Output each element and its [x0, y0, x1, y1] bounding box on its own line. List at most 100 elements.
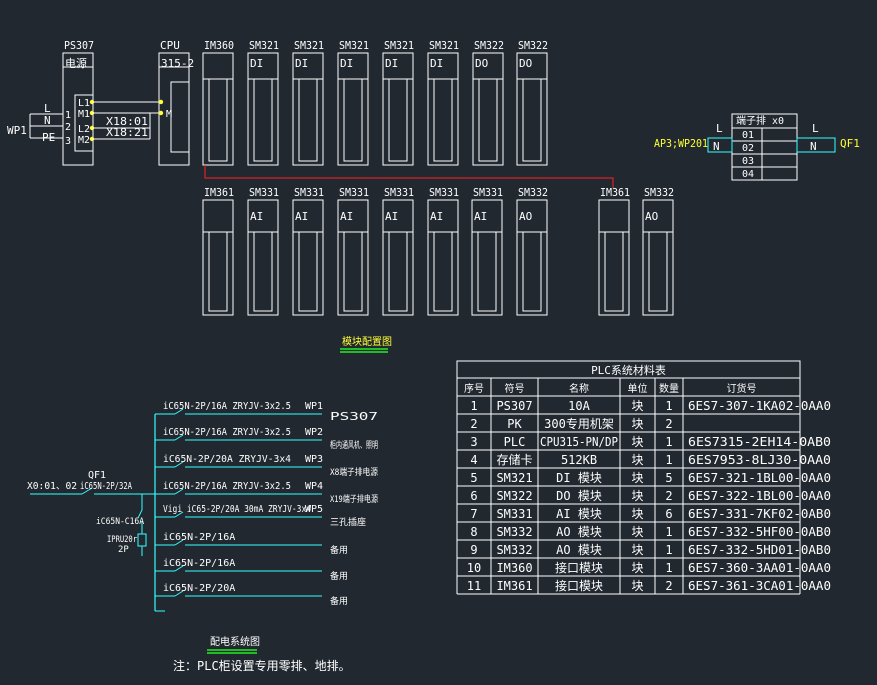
- x18-01: X18:01: [106, 115, 148, 128]
- rect: [298, 231, 318, 312]
- module-name: PS307: [64, 39, 94, 52]
- table-cell: 6ES7953-8LJ30-0AA0: [688, 453, 831, 467]
- table-cell: 块: [631, 579, 643, 593]
- table-cell: SM331: [496, 507, 532, 521]
- module-rack1-box: [292, 52, 324, 166]
- terminal-n: N: [810, 140, 817, 153]
- rect: [478, 78, 498, 162]
- power-pin: 3: [65, 136, 71, 147]
- terminal-name: M2: [78, 135, 90, 146]
- module-type: DO: [475, 57, 488, 70]
- table-cell: 8: [470, 525, 477, 539]
- table-cell: 5: [470, 471, 477, 485]
- branch-destination: 备用: [330, 544, 348, 556]
- table-header-cell: 符号: [505, 382, 525, 395]
- module-name: SM332: [644, 186, 674, 199]
- rect: [253, 78, 273, 162]
- rect: [477, 231, 497, 312]
- rect: [253, 231, 273, 312]
- module-name: SM331: [294, 186, 324, 199]
- branch-spec: iC65N-2P/20A ZRYJV-3x4: [163, 454, 291, 465]
- terminal-name: L1: [78, 98, 90, 109]
- module-type: AI: [340, 210, 353, 223]
- module-type: AO: [519, 210, 532, 223]
- module-name: SM321: [429, 39, 459, 52]
- power-pin: 2: [65, 122, 71, 133]
- table-cell: SM332: [496, 525, 532, 539]
- main-breaker: iC65N-2P/32A: [80, 481, 132, 492]
- table-cell: 块: [631, 543, 643, 557]
- module-config-title: 模块配置图: [342, 336, 392, 348]
- rect: [648, 231, 668, 312]
- branch-spec: iC65N-2P/16A: [163, 532, 235, 543]
- branch-spec: iC65N-2P/16A ZRYJV-3x2.5: [163, 481, 291, 492]
- module-type: 315-2: [161, 57, 194, 70]
- table-cell: DI 模块: [556, 471, 602, 485]
- table-cell: 5: [665, 471, 672, 485]
- table-cell: AO 模块: [556, 525, 602, 539]
- rect: [433, 231, 453, 312]
- table-cell: 6ES7-360-3AA01-0AA0: [688, 561, 831, 575]
- terminal-l: L: [716, 122, 723, 135]
- table-cell: 6ES7-322-1BL00-0AA0: [688, 489, 831, 503]
- table-cell: 块: [631, 507, 643, 521]
- rect: [343, 231, 363, 312]
- module-rack2-box: [247, 199, 279, 316]
- cpu-m: M: [166, 109, 172, 120]
- terminal-row: 02: [742, 143, 754, 154]
- table-cell: 1: [665, 399, 672, 413]
- branch-switch: [174, 488, 184, 495]
- terminal-l: L: [812, 122, 819, 135]
- module-type: AI: [295, 210, 308, 223]
- rect: [74, 94, 94, 152]
- table-cell: 块: [631, 417, 643, 431]
- branch-switch: [174, 461, 184, 468]
- table-cell: 300专用机架: [544, 416, 614, 431]
- table-cell: 块: [631, 489, 643, 503]
- branch-wp: WP3: [305, 454, 323, 465]
- module-rack2-box: [427, 199, 459, 316]
- module-rack2-box: [202, 199, 234, 316]
- power-l: L: [44, 102, 51, 115]
- table-cell: 块: [631, 561, 643, 575]
- distribution-title: 配电系统图: [210, 635, 260, 648]
- rect: [208, 78, 228, 162]
- table-cell: 接口模块: [555, 560, 603, 575]
- module-name: SM322: [518, 39, 548, 52]
- module-rack1-box: [337, 52, 369, 166]
- table-header-cell: 订货号: [727, 382, 757, 395]
- table-cell: PS307: [496, 399, 532, 413]
- module-name: SM331: [429, 186, 459, 199]
- branch-destination: 柜内通风机、照明: [330, 439, 378, 451]
- table-cell: 块: [631, 399, 643, 413]
- module-name: CPU: [160, 39, 180, 52]
- module-rack1-box: [516, 52, 548, 166]
- table-cell: SM332: [496, 543, 532, 557]
- table-cell: 1: [665, 435, 672, 449]
- table-cell: 6ES7315-2EH14-0AB0: [688, 435, 831, 449]
- table-cell: 9: [470, 543, 477, 557]
- module-rack1-box: [202, 52, 234, 166]
- module-name: SM321: [249, 39, 279, 52]
- table-cell: SM321: [496, 471, 532, 485]
- table-cell: PLC: [504, 435, 526, 449]
- table-cell: 1: [665, 453, 672, 467]
- power-pe: PE: [42, 131, 55, 144]
- table-cell: 块: [631, 453, 643, 467]
- branch-switch: [174, 539, 184, 546]
- module-name: SM321: [384, 39, 414, 52]
- table-header-cell: 单位: [628, 382, 648, 395]
- branch-spec: iC65N-2P/16A: [163, 558, 235, 569]
- branch-switch: [174, 565, 184, 572]
- module-rack1-box: [382, 52, 414, 166]
- terminal-row: 01: [742, 130, 754, 141]
- rect: [298, 78, 318, 162]
- terminal-row: 03: [742, 156, 754, 167]
- x18-21: X18:21: [106, 126, 148, 139]
- spd-label: IPRU20r: [107, 535, 137, 545]
- line: [137, 509, 143, 519]
- table-cell: 10A: [568, 399, 590, 413]
- table-cell: AO 模块: [556, 543, 602, 557]
- table-cell: 存储卡: [496, 452, 532, 467]
- module-rack1-box: [472, 52, 504, 166]
